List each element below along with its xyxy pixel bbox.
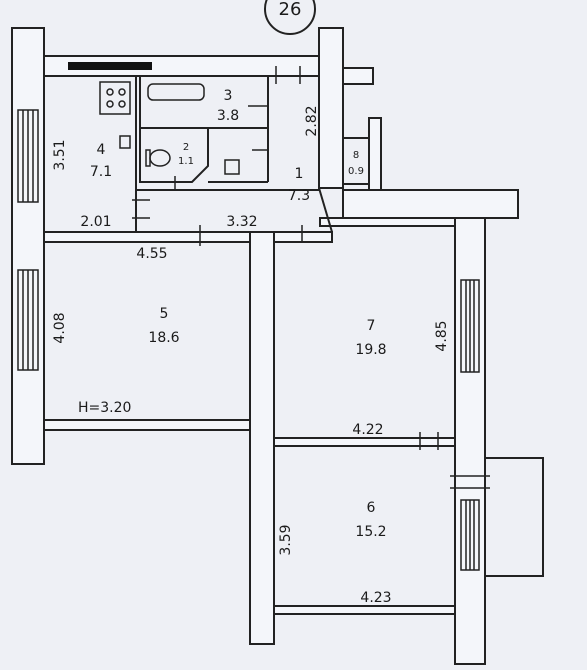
plan-number-badge: 26 — [264, 0, 316, 35]
bathtub-icon — [147, 83, 205, 101]
room-3-number: 3 — [224, 88, 233, 104]
room-7-number: 7 — [367, 318, 376, 334]
dim-3-51: 3.51 — [52, 139, 68, 170]
room-6-area: 15.2 — [355, 524, 386, 540]
windows — [17, 109, 480, 571]
dim-4-08: 4.08 — [52, 312, 68, 343]
partitions — [43, 75, 370, 233]
dim-4-22: 4.22 — [352, 422, 383, 438]
dim-2-01: 2.01 — [80, 214, 111, 230]
dim-3-32: 3.32 — [226, 214, 257, 230]
room-4-area: 7.1 — [90, 164, 112, 180]
sink-icon — [224, 159, 240, 175]
room-2-number: 2 — [183, 142, 189, 153]
room-6-number: 6 — [367, 500, 376, 516]
dim-3-59: 3.59 — [278, 524, 294, 555]
balcony — [484, 457, 544, 577]
dim-4-23: 4.23 — [360, 590, 391, 606]
dim-2-82: 2.82 — [304, 105, 320, 136]
room-5-area: 18.6 — [148, 330, 179, 346]
kitchen-sink-icon — [119, 135, 131, 149]
room-4-number: 4 — [97, 142, 106, 158]
door-marks — [132, 66, 490, 489]
dimension-labels: 3.51 2.01 3.32 4.55 2.82 4.08 4.85 4.22 … — [52, 105, 450, 606]
room-5-number: 5 — [160, 306, 169, 322]
room-labels: 1 7.3 2 1.1 3 3.8 4 7.1 5 18.6 6 15.2 7 … — [90, 88, 387, 540]
room-8-number: 8 — [353, 150, 359, 161]
toilet-icon — [145, 149, 171, 167]
walls — [11, 27, 519, 665]
room-7-area: 19.8 — [355, 342, 386, 358]
room-3-area: 3.8 — [217, 108, 239, 124]
room-1-number: 1 — [295, 166, 304, 182]
room-2-area: 1.1 — [178, 156, 194, 167]
ceiling-height: H=3.20 — [78, 400, 131, 416]
dim-4-85: 4.85 — [434, 320, 450, 351]
stove-icon — [99, 81, 131, 115]
vent-duct — [68, 62, 152, 70]
room-1-area: 7.3 — [288, 188, 310, 204]
room-8-area: 0.9 — [348, 166, 364, 177]
plan-number: 26 — [279, 0, 302, 20]
dim-4-55: 4.55 — [136, 246, 167, 262]
